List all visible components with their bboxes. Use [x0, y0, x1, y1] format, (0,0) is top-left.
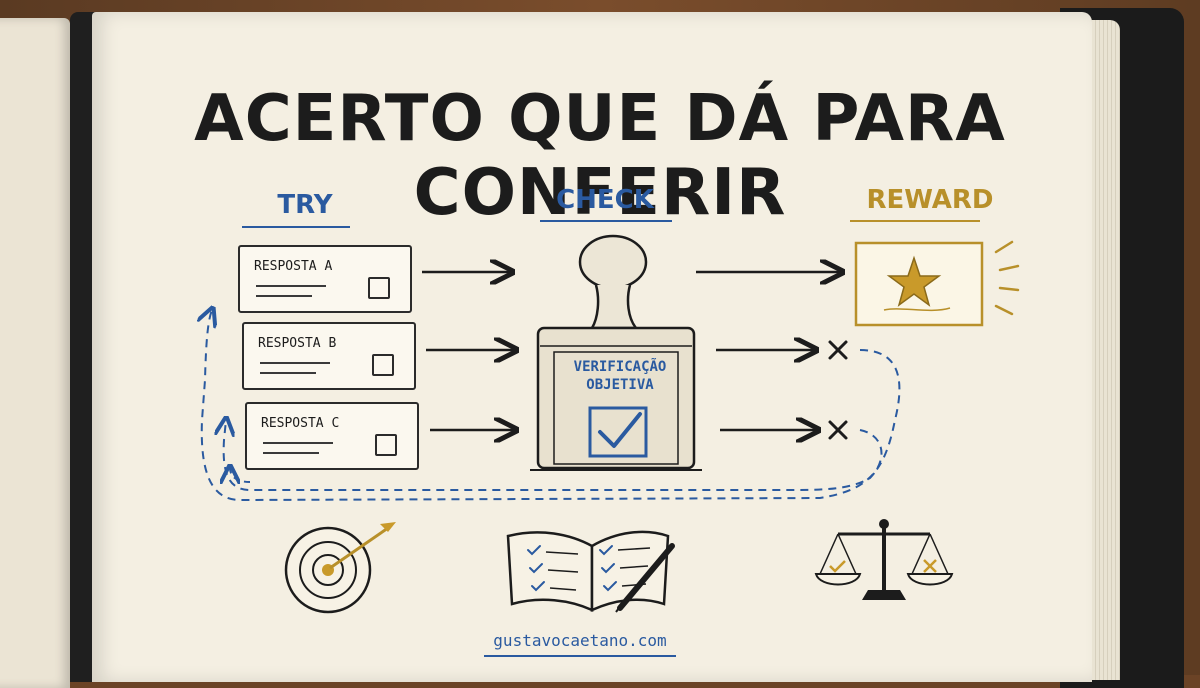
answer-card-c: RESPOSTA C — [245, 402, 419, 470]
checkbox-icon — [368, 277, 390, 299]
stage-label-reward: REWARD — [866, 185, 994, 215]
left-notebook-page — [0, 18, 70, 688]
page-title: ACERTO QUE DÁ PARA CONFERIR — [194, 82, 1006, 230]
card-text-line — [260, 372, 316, 374]
answer-label: RESPOSTA A — [254, 259, 333, 274]
check-underline — [540, 220, 672, 222]
fail-x-icon — [828, 420, 848, 440]
card-text-line — [263, 452, 319, 454]
card-text-line — [256, 295, 312, 297]
stage-label-try: TRY — [277, 190, 333, 220]
checkbox-icon — [375, 434, 397, 456]
footer-url: gustavocaetano.com — [493, 631, 667, 650]
reward-certificate-icon — [854, 240, 1020, 327]
retry-loop-line — [230, 468, 251, 482]
stamp-label: VERIFICAÇÃO OBJETIVA — [555, 358, 685, 394]
fail-x-icon — [828, 340, 848, 360]
answer-card-b: RESPOSTA B — [242, 322, 416, 390]
answer-card-a: RESPOSTA A — [238, 245, 412, 313]
answer-label: RESPOSTA C — [261, 416, 340, 431]
stage-label-check: CHECK — [556, 185, 654, 215]
stamp-icon — [530, 234, 702, 471]
open-book-icon — [506, 530, 675, 613]
try-underline — [242, 226, 350, 228]
retry-loop-line — [202, 310, 901, 502]
balance-scale-icon — [814, 519, 954, 600]
target-icon — [284, 522, 396, 614]
stamp-label-line1: VERIFICAÇÃO — [573, 359, 667, 375]
answer-label: RESPOSTA B — [258, 336, 337, 351]
card-text-line — [256, 285, 326, 287]
reward-underline — [850, 220, 980, 222]
card-text-line — [263, 442, 333, 444]
stamp-label-line2: OBJETIVA — [586, 377, 654, 393]
checkbox-icon — [372, 354, 394, 376]
card-text-line — [260, 362, 330, 364]
